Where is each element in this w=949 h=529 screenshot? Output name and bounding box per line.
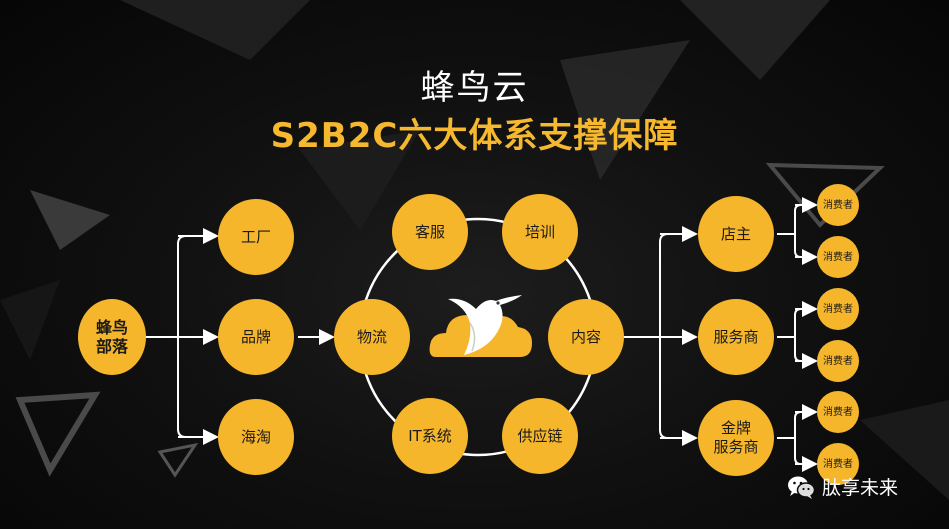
node-training: 培训 bbox=[502, 194, 578, 270]
node-channel-haitao: 海淘 bbox=[218, 399, 294, 475]
hummingbird-cloud-logo-icon bbox=[429, 295, 532, 357]
node-source: 蜂鸟 部落 bbox=[78, 299, 146, 375]
node-customer-service: 客服 bbox=[392, 194, 468, 270]
node-consumer: 消费者 bbox=[817, 340, 859, 382]
watermark-text: 肽享未来 bbox=[822, 477, 899, 499]
node-consumer: 消费者 bbox=[817, 236, 859, 278]
node-consumer: 消费者 bbox=[817, 184, 859, 226]
node-consumer: 消费者 bbox=[817, 443, 859, 485]
node-consumer: 消费者 bbox=[817, 391, 859, 433]
node-store-owner: 店主 bbox=[698, 196, 774, 272]
title-brand: 蜂鸟云 bbox=[420, 68, 529, 108]
node-consumer: 消费者 bbox=[817, 288, 859, 330]
node-channel-brand: 品牌 bbox=[218, 299, 294, 375]
node-it-system: IT系统 bbox=[392, 398, 468, 474]
node-content: 内容 bbox=[548, 299, 624, 375]
node-gold-service-provider: 金牌 服务商 bbox=[698, 400, 774, 476]
node-logistics: 物流 bbox=[334, 299, 410, 375]
node-service-provider: 服务商 bbox=[698, 299, 774, 375]
node-channel-factory: 工厂 bbox=[218, 199, 294, 275]
title-headline: S2B2C六大体系支撑保障 bbox=[270, 116, 679, 156]
watermark: 肽享未来 bbox=[786, 473, 898, 500]
node-supply-chain: 供应链 bbox=[502, 398, 578, 474]
wechat-icon bbox=[788, 476, 816, 499]
